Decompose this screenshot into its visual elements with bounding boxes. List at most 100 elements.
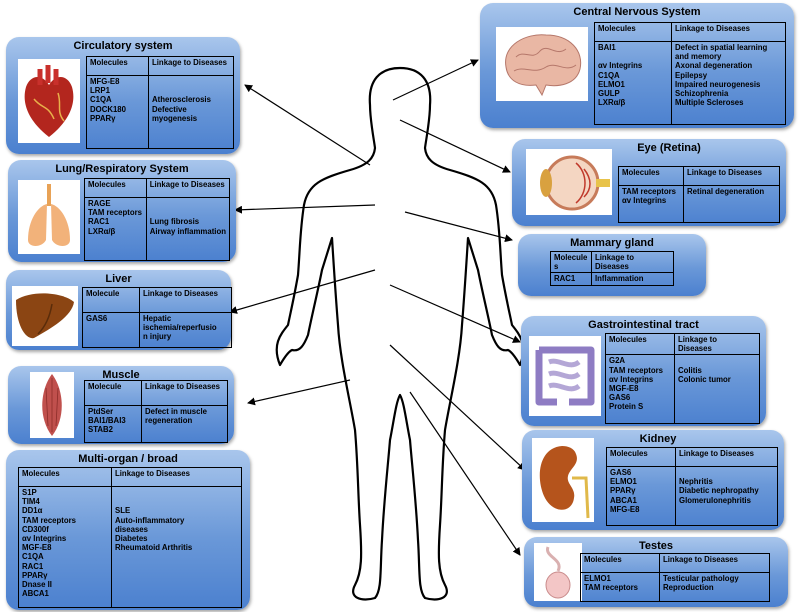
arrow-testes [409,391,521,556]
molecule: Protein S [609,402,644,412]
molecule: αv Integrins [598,61,643,71]
box-title: Lung/Respiratory System [55,163,189,175]
molecule: TIM4 [22,497,40,507]
disease [152,77,230,86]
molecule: RAC1 [550,272,592,286]
molecule: C1QA [22,552,44,562]
connector-arrows [229,59,526,556]
molecule: LRP1 [90,86,110,96]
molecule: RAC1 [22,561,44,571]
disease [150,208,226,217]
arrow-kidney [389,344,526,471]
disease: diseases [115,524,148,534]
disease [150,199,226,208]
col-header: Linkage to Diseases [148,56,234,76]
disease: Colonic tumor [678,374,731,384]
disease: Airway inflammation [149,226,226,236]
heart-icon [18,59,80,143]
disease: Diabetes [115,533,148,543]
disease: Auto-inflammatory [115,515,185,525]
disease: Atherosclerosis [152,95,211,105]
gi-box: Gastrointestinal tract Molecules Linkage… [521,316,766,426]
brain-icon [496,27,588,101]
disease: Defect in muscle [145,407,207,416]
molecule: Dnase II [22,579,52,589]
col-header: Molecules [618,166,684,186]
molecule: ABCA1 [610,495,637,505]
box-title: Mammary gland [570,237,654,249]
col-header: Molecules [18,467,112,487]
molecule: BAI1 [598,43,616,52]
disease: Inflammation [591,272,674,286]
molecule: BAI1/BAI3 [88,416,126,426]
molecule: C1QA [90,95,112,105]
disease: Schizophrenia [675,88,729,98]
gi-table: Molecules Linkage to Diseases G2A TAM re… [605,332,760,425]
molecule: PPARγ [90,113,116,123]
col-header: Linkage to Diseases [145,178,231,198]
disease: Colitis [678,365,702,375]
disease: Hepatic [143,314,172,323]
molecule: TAM receptors [622,187,677,196]
disease: Defective [152,104,187,114]
molecule: MFG-E8 [610,504,640,514]
disease: and memory [675,52,722,62]
molecule: ABCA1 [22,589,49,599]
molecule: MGF-E8 [22,543,52,553]
box-title: Kidney [639,433,677,445]
col-header: Linkage to Diseases [591,250,674,274]
col-header: Molecules [606,447,676,467]
molecule: G2A [609,356,626,366]
liver-icon [12,286,78,346]
col-header: Molecule [84,380,142,406]
box-title: Multi-organ / broad [78,453,178,465]
molecule: GAS6 [86,314,108,323]
arrow-eye [399,119,511,173]
disease: n injury [143,332,172,342]
arrow-cns [392,59,479,101]
box-title: Liver [105,273,132,285]
molecule: ELMO1 [584,574,611,583]
disease: Axonal degeneration [675,61,753,71]
disease: myogenesis [152,113,198,123]
molecule: TAM receptors [88,208,143,218]
arrow-gi [389,284,521,343]
molecule: STAB2 [88,425,113,435]
molecule: TAM receptors [584,583,639,593]
molecule: ELMO1 [598,79,625,89]
box-title: Circulatory system [73,40,173,52]
molecule: αv Integrins [622,196,667,206]
col-header: Molecules [580,553,660,573]
disease: Nephritis [679,477,713,487]
disease: Impaired neurogenesis [675,79,761,89]
molecule: LXRα/β [598,98,626,108]
kidney-icon [532,438,594,522]
molecule: TAM receptors [609,365,664,375]
eye-icon [526,149,612,215]
col-header: Linkage to Diseases [139,287,232,313]
testis-icon [534,543,582,601]
molecule: RAGE [88,199,111,208]
disease: Multiple Scleroses [675,98,744,108]
arrow-liver [229,269,376,314]
molecule: PtdSer [88,407,114,416]
col-header: Molecules [86,56,149,76]
col-header: Molecule [82,287,140,313]
molecule: MGF-E8 [609,383,639,393]
molecule: GAS6 [610,468,632,477]
